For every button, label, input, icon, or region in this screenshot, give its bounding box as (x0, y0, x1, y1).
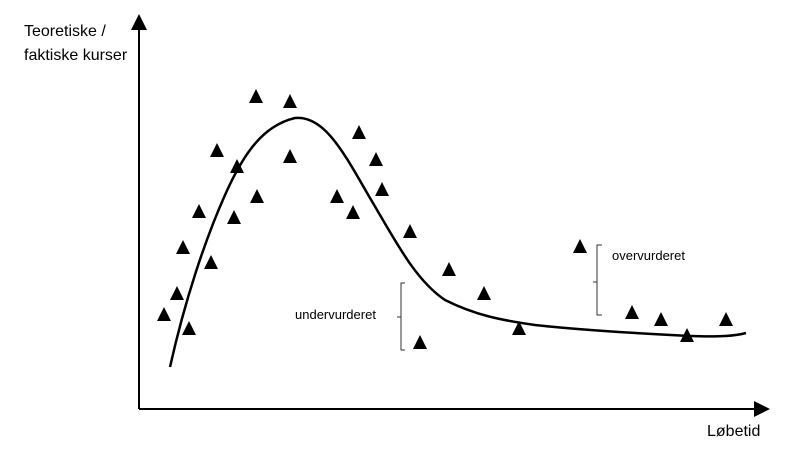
data-marker-triangle (413, 335, 427, 349)
theoretical-curve (168, 116, 747, 368)
overvalued-label: overvurderet (612, 248, 685, 263)
data-marker-triangle (249, 89, 263, 103)
data-marker-triangle (375, 182, 389, 196)
data-marker-triangle (573, 239, 587, 253)
y-axis-title-line2: faktiske kurser (24, 47, 128, 64)
data-marker-triangle (352, 125, 366, 139)
data-marker-triangle (680, 328, 694, 342)
undervalued-bracket (397, 282, 405, 351)
data-marker-triangle (227, 210, 241, 224)
data-marker-triangle (625, 305, 639, 319)
data-marker-triangle (369, 152, 383, 166)
data-marker-triangle (204, 255, 218, 269)
data-marker-triangle (477, 286, 491, 300)
data-marker-triangle (719, 312, 733, 326)
data-marker-triangle (182, 321, 196, 335)
data-marker-triangle (157, 307, 171, 321)
y-axis-title-line1: Teoretiske / (24, 23, 106, 40)
data-marker-triangle (403, 224, 417, 238)
data-marker-triangle (250, 189, 264, 203)
data-marker-triangle (283, 94, 297, 108)
data-marker-triangle (283, 149, 297, 163)
overvalued-bracket (593, 244, 602, 316)
data-marker-triangle (170, 286, 184, 300)
y-axis-title: Teoretiske / faktiske kurser (24, 20, 127, 68)
data-marker-triangle (346, 205, 360, 219)
data-marker-triangle (176, 240, 190, 254)
data-marker-triangle (230, 159, 244, 173)
observed-price-markers (157, 89, 733, 349)
data-marker-triangle (654, 312, 668, 326)
data-marker-triangle (192, 204, 206, 218)
data-marker-triangle (442, 262, 456, 276)
data-marker-triangle (210, 143, 224, 157)
data-marker-triangle (512, 321, 526, 335)
data-marker-triangle (330, 189, 344, 203)
undervalued-label: undervurderet (295, 307, 376, 322)
x-axis-title: Løbetid (707, 423, 761, 440)
